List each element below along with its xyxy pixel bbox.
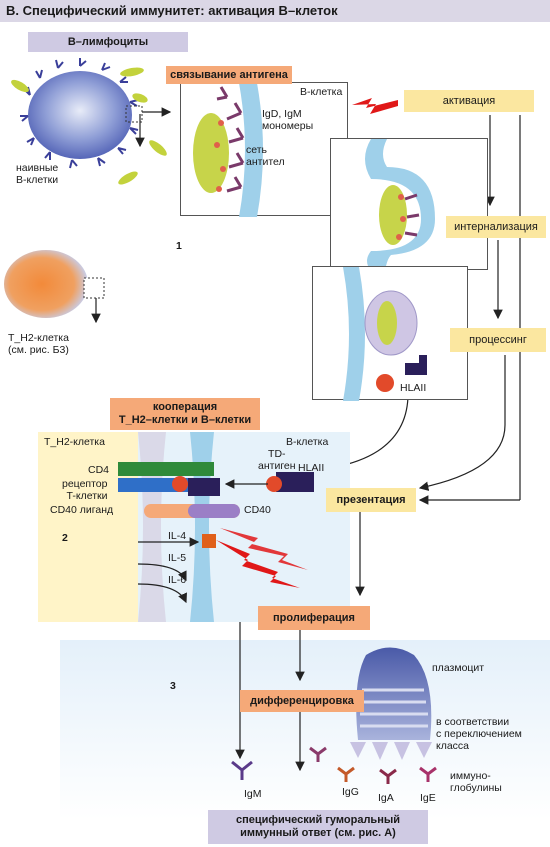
th2-cell-ref-label: T_H2-клетка (см. рис. Б3) bbox=[8, 332, 69, 356]
b-lymphocyte-cell bbox=[11, 58, 172, 185]
il4-label: IL-4 bbox=[168, 530, 187, 542]
il6-label: IL-6 bbox=[168, 574, 187, 586]
activation-signal bbox=[352, 98, 398, 114]
iga-label: IgA bbox=[378, 792, 394, 804]
plasmocyte-label: плазмоцит bbox=[432, 662, 485, 674]
antibody-net-label: сеть антител bbox=[246, 144, 285, 168]
th2-cell-small bbox=[4, 250, 105, 324]
igg-label: IgG bbox=[342, 786, 359, 798]
step-1-label: 1 bbox=[176, 240, 182, 252]
naive-b-cells-label: наивные B-клетки bbox=[16, 162, 59, 186]
hla2-top-label: HLAII bbox=[400, 382, 427, 394]
cd4-label: CD4 bbox=[88, 464, 110, 476]
processing-box: процессинг bbox=[450, 328, 546, 352]
panel-antigen-binding bbox=[180, 82, 348, 217]
step-3-label: 3 bbox=[170, 680, 176, 692]
antigen-binding-box: связывание антигена bbox=[166, 66, 292, 84]
internalization-box: интернализация bbox=[446, 216, 546, 238]
differentiation-box: дифференцировка bbox=[240, 690, 364, 712]
activation-box: активация bbox=[404, 90, 534, 112]
presentation-box: презентация bbox=[326, 488, 416, 512]
step-2-label: 2 bbox=[62, 532, 68, 544]
specific-response-box: специфический гуморальный иммунный ответ… bbox=[208, 810, 428, 844]
class-switch-label: в соответствии с переключением класса bbox=[436, 716, 522, 752]
immunoglobulins-label: иммуно- глобулины bbox=[450, 770, 502, 794]
th2-cell-label: T_H2-клетка bbox=[44, 436, 105, 448]
igm-label: IgM bbox=[244, 788, 262, 800]
il5-label: IL-5 bbox=[168, 552, 187, 564]
cd40l-label: CD40 лиганд bbox=[50, 504, 114, 516]
cooperation-box: кооперация T_H2–клетки и B–клетки bbox=[110, 398, 260, 430]
panel-processing bbox=[312, 266, 468, 401]
b-lymphocytes-box: B–лимфоциты bbox=[28, 32, 188, 52]
bottom-area bbox=[60, 640, 550, 820]
tcr-label: рецептор T-клетки bbox=[62, 478, 108, 502]
td-antigen-label: TD- антиген bbox=[258, 448, 296, 472]
figure-title: B. Специфический иммунитет: активация B–… bbox=[0, 0, 550, 22]
b-cell-coop-label: B-клетка bbox=[286, 436, 329, 448]
panel-internalization bbox=[330, 138, 488, 271]
b-cell-panel1-label: B-клетка bbox=[300, 86, 343, 98]
cd40-label: CD40 bbox=[244, 504, 271, 516]
hla2-coop-label: HLAII bbox=[298, 462, 325, 474]
proliferation-box: пролиферация bbox=[258, 606, 370, 630]
igd-igm-label: IgD, IgM мономеры bbox=[262, 108, 314, 132]
ige-label: IgE bbox=[420, 792, 436, 804]
panel-cooperation bbox=[38, 432, 350, 622]
